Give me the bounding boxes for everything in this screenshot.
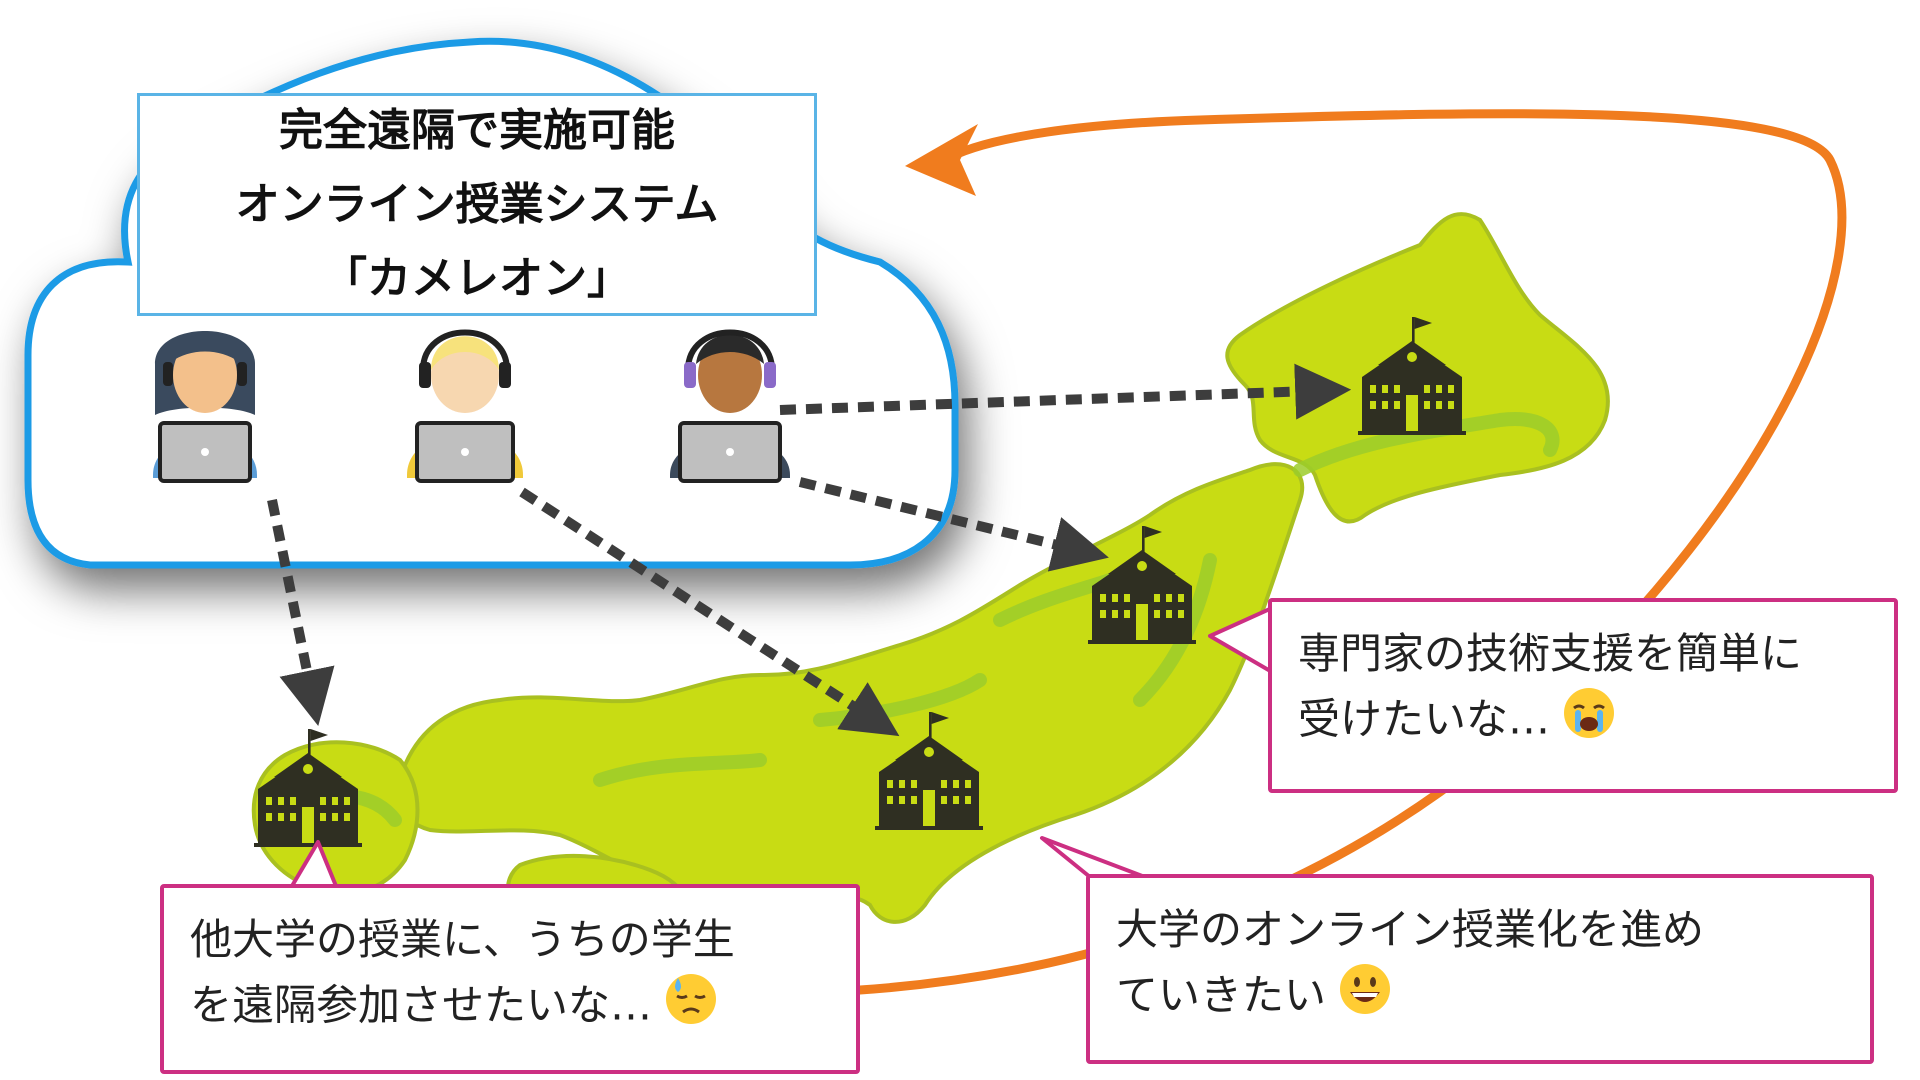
title-line-2: オンライン授業システム [235, 178, 719, 230]
dotted-arrow [519, 487, 900, 737]
bubble-text: 他大学の授業に、うちの学生 [190, 915, 735, 964]
operator-headset-laptop-icon [670, 329, 790, 483]
bubble-text: を遠隔参加させたいな… [190, 980, 653, 1030]
dotted-arrow [267, 498, 335, 726]
operator-headset-laptop-icon [407, 329, 523, 483]
bubble-text: 大学のオンライン授業化を進め [1116, 905, 1705, 954]
bubble-tail-central [1040, 836, 1147, 879]
operator-headset-laptop-icon [153, 331, 257, 483]
downcast-face-with-sweat-icon [664, 972, 718, 1044]
system-title-box: 完全遠隔で実施可能 オンライン授業システム 「カメレオン」 [137, 93, 817, 316]
loudly-crying-face-icon [1562, 686, 1616, 758]
title-line-1: 完全遠隔で実施可能 [279, 104, 675, 156]
cycle-arrow [855, 109, 1847, 995]
dotted-arrow [779, 363, 1352, 420]
speech-bubble-central: 大学のオンライン授業化を進め ていきたい [1086, 874, 1874, 1064]
cycle-arrow-head [905, 124, 978, 196]
speech-bubble-northeast: 専門家の技術支援を簡単に 受けたいな… [1268, 598, 1898, 793]
speech-bubble-west: 他大学の授業に、うちの学生 を遠隔参加させたいな… [160, 884, 860, 1074]
bubble-text: 受けたいな… [1298, 694, 1551, 744]
title-line-3: 「カメレオン」 [323, 252, 631, 304]
bubble-text: ていきたい [1116, 970, 1327, 1020]
bubble-text: 専門家の技術支援を簡単に [1298, 629, 1803, 678]
grinning-face-icon [1338, 962, 1392, 1034]
